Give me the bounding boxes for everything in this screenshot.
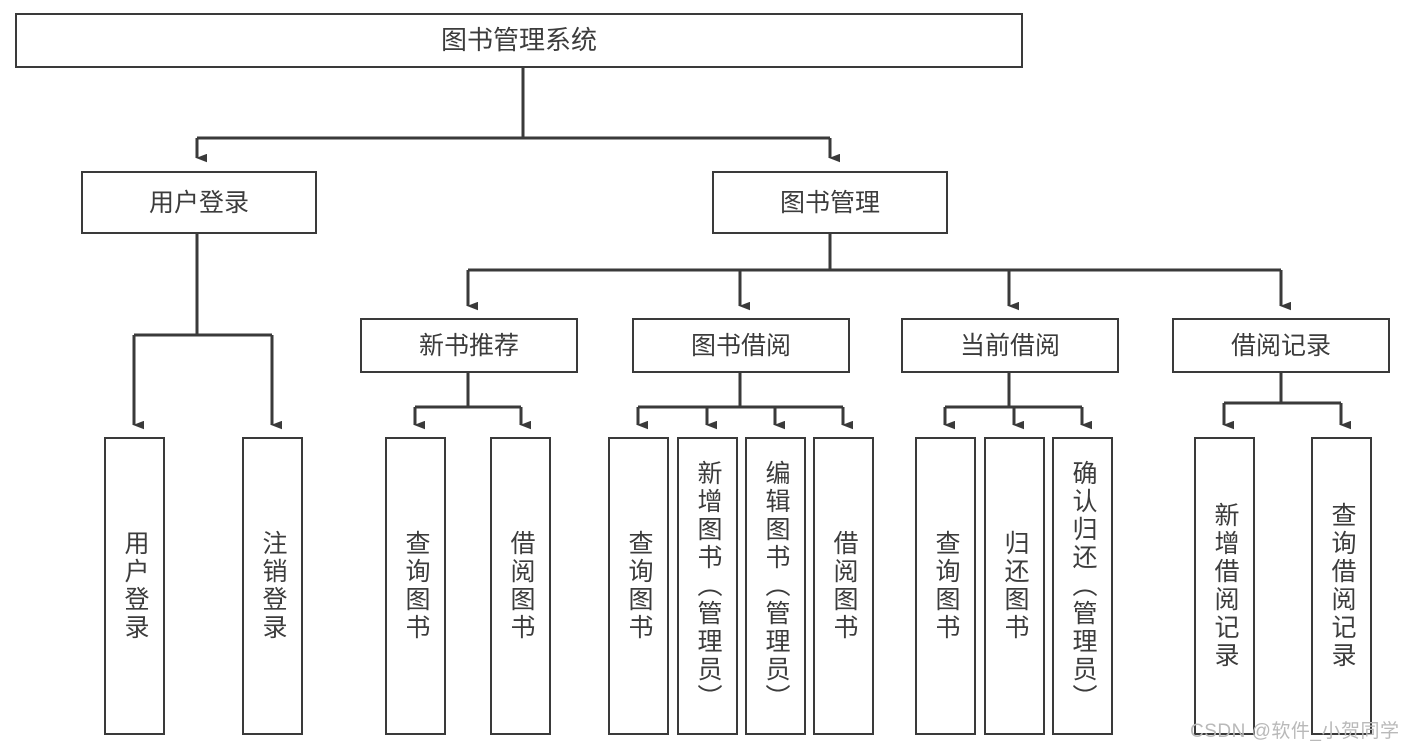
node-book-manage-label: 图书管理: [779, 188, 880, 217]
node-leaf-query-book-3[interactable]: 查询图书: [915, 437, 976, 735]
node-borrow-record-label: 借阅记录: [1230, 331, 1331, 360]
node-borrow-record[interactable]: 借阅记录: [1172, 318, 1390, 373]
node-leaf-edit-book[interactable]: 编辑图书（管理员）: [745, 437, 806, 735]
node-current-borrow[interactable]: 当前借阅: [901, 318, 1119, 373]
node-leaf-query-book-2-label: 查询图书: [625, 530, 653, 642]
node-current-borrow-label: 当前借阅: [959, 331, 1060, 360]
node-leaf-user-login-label: 用户登录: [121, 530, 149, 642]
node-leaf-add-record-label: 新增借阅记录: [1211, 502, 1239, 670]
node-leaf-query-book-3-label: 查询图书: [932, 530, 960, 642]
node-leaf-add-record[interactable]: 新增借阅记录: [1194, 437, 1255, 735]
node-leaf-borrow-book-1-label: 借阅图书: [507, 530, 535, 642]
node-leaf-query-book-1-label: 查询图书: [402, 530, 430, 642]
node-leaf-add-book[interactable]: 新增图书（管理员）: [677, 437, 738, 735]
node-leaf-edit-book-label: 编辑图书（管理员）: [762, 460, 790, 712]
node-user-login[interactable]: 用户登录: [81, 171, 317, 234]
node-leaf-logout-login[interactable]: 注销登录: [242, 437, 303, 735]
watermark: CSDN @软件_小贺同学: [1190, 721, 1400, 742]
node-root[interactable]: 图书管理系统: [15, 13, 1023, 68]
node-leaf-borrow-book-2-label: 借阅图书: [830, 530, 858, 642]
node-new-book-recommend[interactable]: 新书推荐: [360, 318, 578, 373]
node-book-borrow-label: 图书借阅: [690, 331, 791, 360]
node-book-manage[interactable]: 图书管理: [712, 171, 948, 234]
node-leaf-confirm-return[interactable]: 确认归还（管理员）: [1052, 437, 1113, 735]
node-leaf-query-record-label: 查询借阅记录: [1328, 502, 1356, 670]
node-leaf-confirm-return-label: 确认归还（管理员）: [1069, 460, 1097, 712]
node-leaf-add-book-label: 新增图书（管理员）: [694, 460, 722, 712]
node-leaf-query-book-2[interactable]: 查询图书: [608, 437, 669, 735]
node-leaf-query-book-1[interactable]: 查询图书: [385, 437, 446, 735]
node-user-login-label: 用户登录: [148, 188, 249, 217]
node-leaf-return-book-label: 归还图书: [1001, 530, 1029, 642]
node-root-label: 图书管理系统: [440, 24, 597, 55]
node-book-borrow[interactable]: 图书借阅: [632, 318, 850, 373]
node-leaf-logout-login-label: 注销登录: [259, 530, 287, 642]
node-leaf-borrow-book-1[interactable]: 借阅图书: [490, 437, 551, 735]
node-leaf-borrow-book-2[interactable]: 借阅图书: [813, 437, 874, 735]
node-leaf-query-record[interactable]: 查询借阅记录: [1311, 437, 1372, 735]
node-new-book-recommend-label: 新书推荐: [418, 331, 519, 360]
node-leaf-return-book[interactable]: 归还图书: [984, 437, 1045, 735]
node-leaf-user-login[interactable]: 用户登录: [104, 437, 165, 735]
